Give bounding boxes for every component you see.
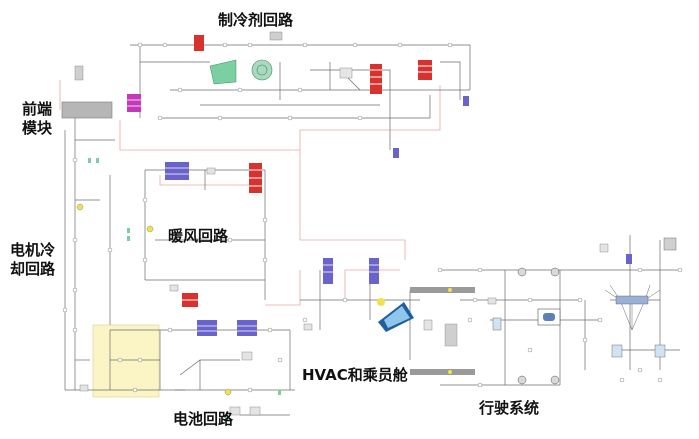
drive-controller-2 — [611, 344, 623, 358]
axle-hub-structure — [604, 284, 661, 331]
label-front-module-line1: 前端 — [22, 100, 53, 118]
drive-wheel-3 — [517, 375, 527, 385]
evaporator-component — [418, 60, 432, 80]
vehicle-body-bar-bottom — [410, 369, 475, 375]
battery-zone-highlight — [92, 324, 160, 398]
vehicle-node-marker — [448, 288, 452, 292]
blue-heat-exchanger-battery-2 — [237, 320, 257, 336]
label-driveline: 行驶系统 — [479, 399, 540, 417]
drive-controller-1 — [492, 317, 502, 331]
heater-core-component — [249, 163, 262, 193]
condenser-component — [370, 64, 382, 94]
drive-wheel-4 — [550, 375, 560, 385]
cabin-model-icon — [377, 298, 414, 332]
green-accumulator — [209, 59, 237, 85]
battery-chiller-component — [182, 293, 198, 307]
label-battery-loop: 电池回路 — [173, 410, 234, 428]
drive-wheel-2 — [550, 267, 560, 277]
label-motor-cooling-line2: 却回路 — [10, 260, 56, 278]
green-expansion-valve-inner — [256, 64, 268, 76]
label-motor-cooling-loop: 电机冷 却回路 — [10, 241, 55, 279]
pipe-network — [64, 44, 680, 416]
label-motor-cooling-line1: 电机冷 — [10, 241, 56, 259]
blue-heat-exchanger-hvac-1 — [323, 258, 333, 284]
blue-valve-small-3 — [626, 254, 632, 264]
label-front-module: 前端 模块 — [22, 100, 52, 138]
refrigerant-junction-box — [269, 31, 283, 41]
blue-heat-exchanger-battery-1 — [197, 320, 217, 336]
vehicle-node-marker-2 — [448, 370, 452, 374]
sensor-yellow-1 — [76, 203, 84, 211]
label-refrigerant-loop: 制冷剂回路 — [218, 11, 294, 29]
blue-heat-exchanger-heating — [165, 162, 189, 180]
drive-controller-3 — [654, 344, 666, 358]
front-module-fan — [74, 65, 84, 81]
blue-valve-small-2 — [393, 148, 399, 158]
axle-hub-block — [615, 295, 649, 305]
drive-display-box — [663, 237, 677, 251]
magenta-compressor-1 — [127, 94, 141, 112]
blue-heat-exchanger-hvac-2 — [369, 258, 379, 284]
label-front-module-line2: 模块 — [22, 119, 53, 137]
refrigerant-valve-box — [339, 67, 353, 79]
sensor-yellow-3 — [224, 388, 232, 396]
small-nodes — [62, 42, 683, 393]
vehicle-node-a — [444, 323, 458, 347]
blue-valve-small-1 — [463, 96, 469, 106]
red-heat-exchanger-refrigerant-1 — [194, 35, 204, 51]
label-hvac-cabin: HVAC和乘员舱 — [302, 366, 408, 384]
green-sensor-marks — [88, 158, 281, 420]
front-module-radiator — [61, 101, 113, 119]
green-expansion-valve — [251, 59, 273, 81]
pink-signal-lines — [59, 80, 441, 306]
drive-wheel-1 — [517, 267, 527, 277]
vehicle-body-bar-top — [410, 287, 475, 293]
label-heating-loop: 暖风回路 — [168, 227, 229, 245]
small-component-boxes — [79, 167, 609, 416]
drive-motor-inner — [543, 313, 555, 321]
sensor-yellow-2 — [146, 225, 154, 233]
